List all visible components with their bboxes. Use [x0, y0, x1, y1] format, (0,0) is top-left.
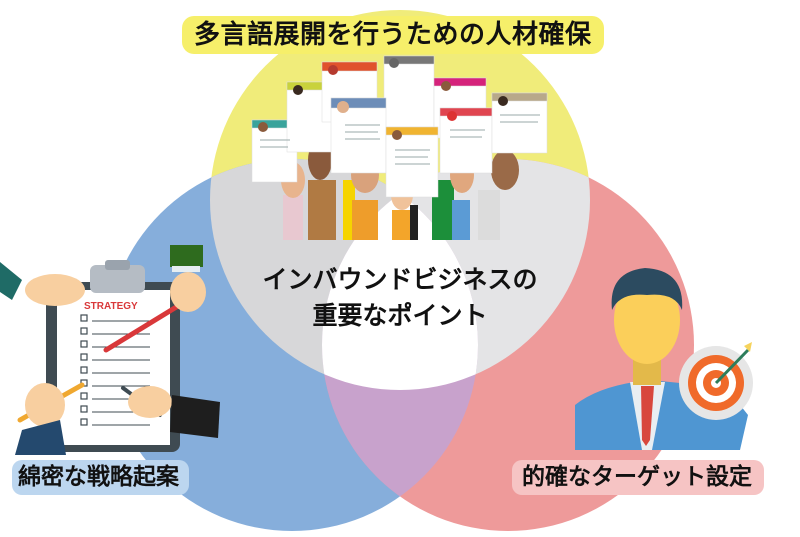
businessman-target-illustration	[575, 268, 753, 450]
label-target-setting: 的確なターゲット設定	[512, 460, 764, 495]
resumes-illustration	[251, 55, 548, 240]
center-title-line1: インバウンドビジネスの	[262, 265, 538, 294]
center-title-line2: 重要なポイント	[312, 301, 488, 330]
clipboard-title: STRATEGY	[84, 301, 138, 312]
center-title: インバウンドビジネスの 重要なポイント	[250, 262, 550, 334]
strategy-clipboard-illustration: STRATEGY	[0, 245, 220, 455]
label-talent-acquisition: 多言語展開を行うための人材確保	[182, 16, 604, 54]
label-strategy-planning: 綿密な戦略起案	[12, 460, 189, 495]
